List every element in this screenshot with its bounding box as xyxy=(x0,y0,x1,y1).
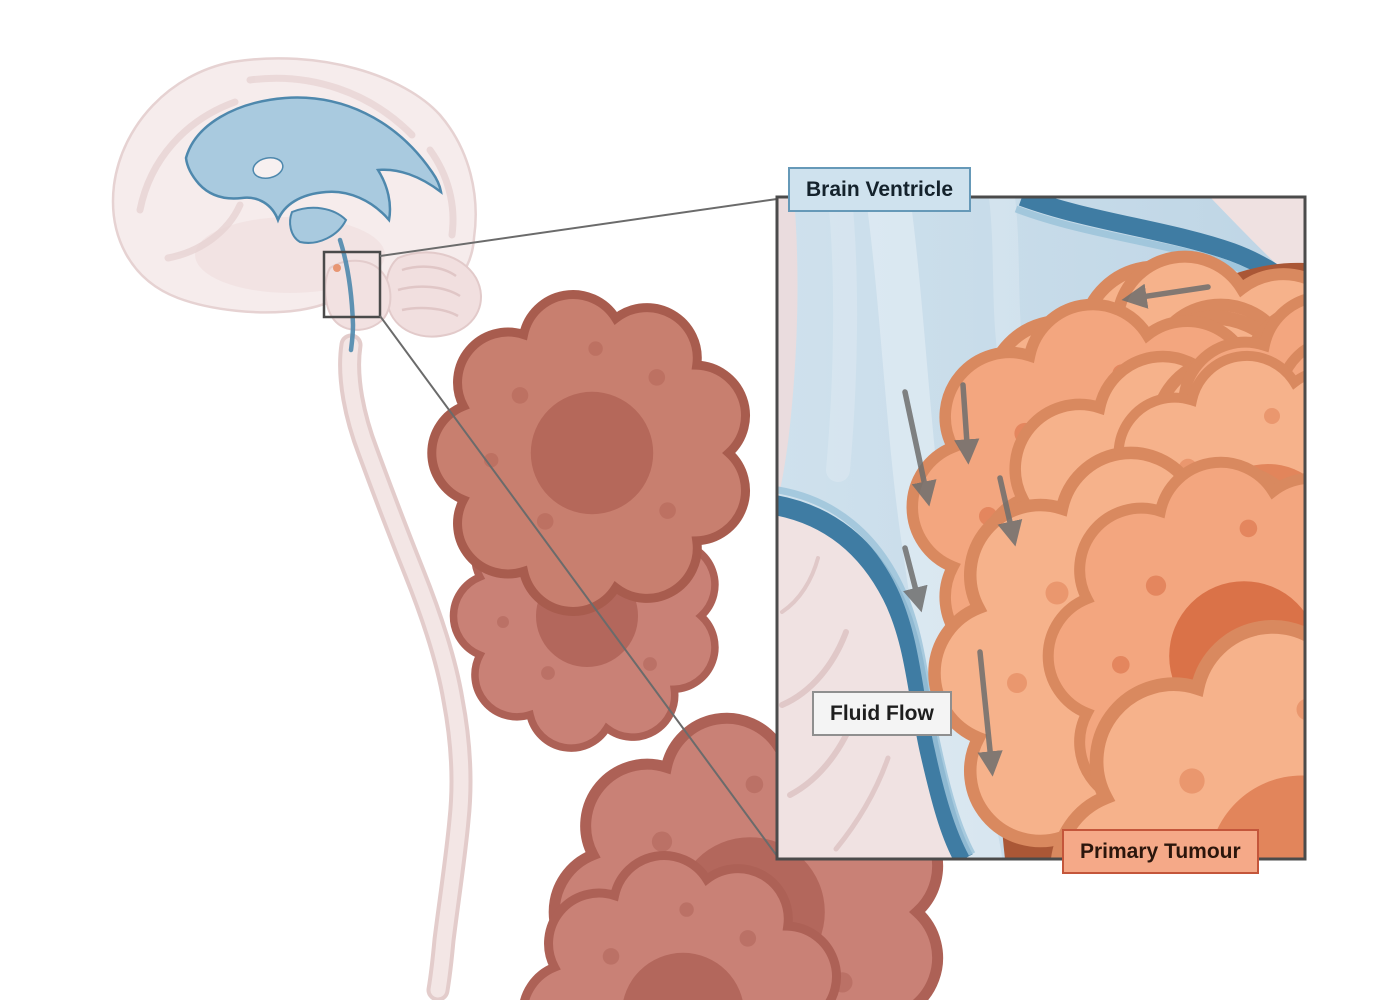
brainstem xyxy=(324,259,392,331)
flow-arrow xyxy=(997,475,1023,547)
inset-panel xyxy=(777,197,1400,1000)
tumor-cell xyxy=(1197,851,1305,859)
lateral-ventricle xyxy=(184,96,443,224)
ventricle-wall-left xyxy=(777,486,976,859)
tumor-origin-site xyxy=(333,264,746,612)
connector-line-bottom xyxy=(379,315,778,857)
spinal-cord-core xyxy=(342,337,469,998)
brain-ventricle-label: Brain Ventricle xyxy=(788,167,972,212)
cerebral-aqueduct xyxy=(337,237,356,353)
cerebellum-striations xyxy=(397,265,461,318)
tumor-cell xyxy=(1365,401,1400,1000)
flow-arrow xyxy=(1121,283,1211,309)
fluid-flow-label: Fluid Flow xyxy=(812,691,952,736)
tumor-cell xyxy=(1365,635,1400,1000)
tumor-cell xyxy=(1310,805,1400,1000)
connector-line-top xyxy=(379,198,778,257)
shed-single-cells xyxy=(933,452,1305,859)
interthalamic-adhesion xyxy=(252,156,284,180)
csf-flow-streaks xyxy=(826,197,1023,859)
ventricle-system xyxy=(184,96,443,353)
inset-panel-border xyxy=(775,195,1307,861)
flow-arrow xyxy=(902,389,937,507)
tumor-cell xyxy=(1375,745,1400,1000)
tumor-cell xyxy=(1360,305,1400,1000)
zoom-connectors xyxy=(379,198,778,857)
third-ventricle xyxy=(289,206,348,244)
zoom-highlight-box xyxy=(322,250,382,319)
flow-arrow xyxy=(977,649,1003,777)
brain-illustration xyxy=(111,57,939,1000)
gyri-lines xyxy=(136,74,457,262)
shed-cell-dot xyxy=(333,264,341,272)
spinal-cord xyxy=(338,333,473,1000)
flow-arrow xyxy=(902,545,928,613)
primary-tumor-small xyxy=(431,294,746,612)
flow-arrows xyxy=(902,283,1211,777)
primary-tumour-label: Primary Tumour xyxy=(1062,829,1259,874)
flow-arrow xyxy=(954,382,980,465)
tissue-sliver-left xyxy=(777,197,798,503)
